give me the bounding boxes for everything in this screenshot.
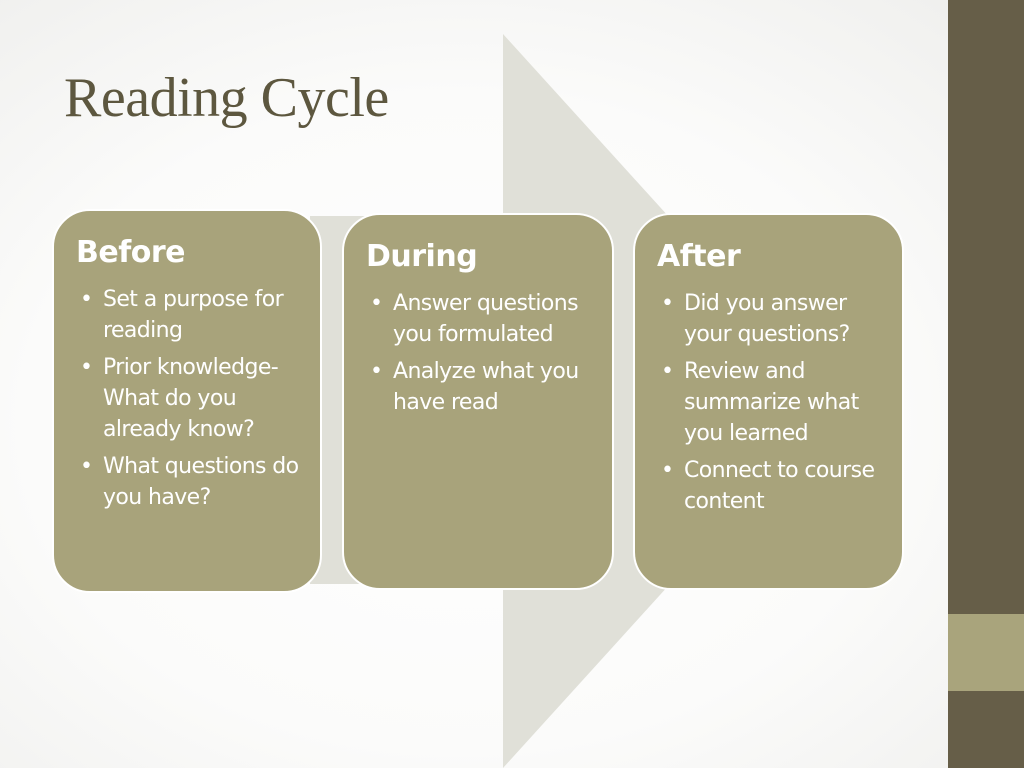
bullet-item: What questions do you have?	[76, 451, 302, 513]
stage-title: During	[366, 239, 478, 274]
bullet-list: Set a purpose for reading Prior knowledg…	[76, 284, 302, 513]
bullet-list: Did you answer your questions? Review an…	[657, 288, 884, 517]
slide-title: Reading Cycle	[64, 67, 389, 129]
stage-box-during: During Answer questions you formulated A…	[342, 213, 614, 590]
bullet-item: Analyze what you have read	[366, 356, 594, 418]
bullet-item: Prior knowledge- What do you already kno…	[76, 352, 302, 445]
stage-box-after: After Did you answer your questions? Rev…	[633, 213, 904, 590]
side-accent-block	[948, 614, 1024, 691]
stage-box-before: Before Set a purpose for reading Prior k…	[52, 209, 322, 593]
bullet-item: Answer questions you formulated	[366, 288, 594, 350]
bullet-item: Set a purpose for reading	[76, 284, 302, 346]
stage-title: Before	[76, 235, 186, 270]
bullet-item: Connect to course content	[657, 455, 884, 517]
bullet-item: Review and summarize what you learned	[657, 356, 884, 449]
bullet-list: Answer questions you formulated Analyze …	[366, 288, 594, 418]
bullet-item: Did you answer your questions?	[657, 288, 884, 350]
stage-title: After	[657, 239, 741, 274]
